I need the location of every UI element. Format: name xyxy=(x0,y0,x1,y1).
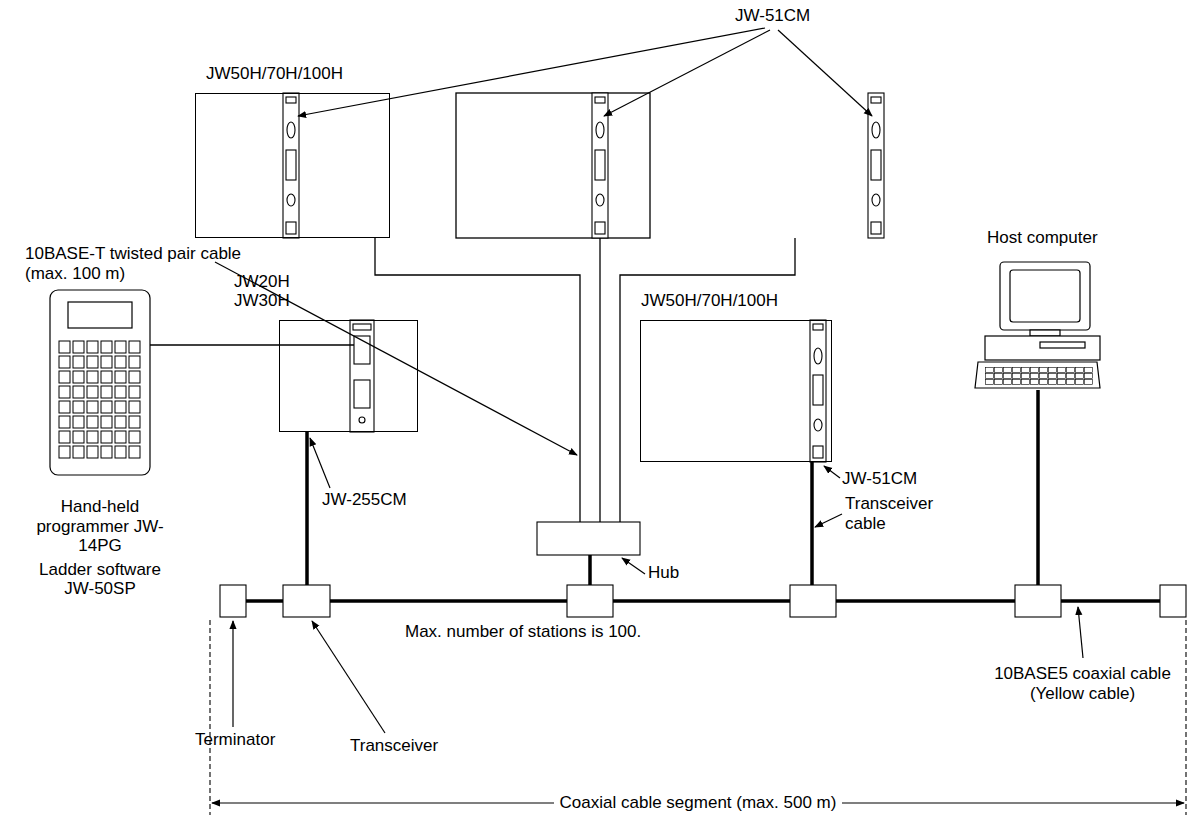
jw51cm-module xyxy=(810,320,826,462)
connector-cable xyxy=(150,344,279,345)
jw255cm-module xyxy=(350,320,374,432)
node-text: JW50H/70H/100H xyxy=(206,64,446,84)
modules xyxy=(283,93,884,462)
module-label: JW-51CM xyxy=(735,6,810,26)
hub-label: Hub xyxy=(648,563,679,583)
dimension xyxy=(210,620,1186,815)
transceiver-cables xyxy=(307,390,1038,585)
node-caption: JW20H JW30H xyxy=(234,272,294,315)
plc-rack: JW50H/70H/100H xyxy=(640,320,832,462)
node-text: JW50H/70H/100H xyxy=(641,291,881,311)
leader-lines xyxy=(215,28,1083,733)
plc-rack: JW20H JW30H xyxy=(279,320,418,432)
terminator xyxy=(1160,585,1186,617)
transceiver xyxy=(567,585,613,617)
node-text: Host computer xyxy=(987,228,1147,248)
host-computer xyxy=(975,262,1100,388)
jw51cm-module xyxy=(283,93,299,238)
transceiver xyxy=(283,585,330,617)
cable-label: Transceiver cable xyxy=(845,494,945,533)
node-text: Hand-held programmer JW-14PG xyxy=(35,497,165,556)
programmer-cable xyxy=(279,344,354,345)
cable-label: 10BASE5 coaxial cable (Yellow cable) xyxy=(985,664,1180,703)
node-caption: JW50H/70H/100H xyxy=(641,291,881,315)
node-text: Ladder software JW-50SP xyxy=(35,560,165,599)
transceiver xyxy=(790,585,836,617)
hand-held-programmer xyxy=(50,290,150,475)
transceiver xyxy=(1015,585,1061,617)
node-caption: Hand-held programmer JW-14PG Ladder softw… xyxy=(35,497,165,603)
node-caption: Host computer xyxy=(987,228,1147,252)
host-computer: Host computer xyxy=(975,262,1100,390)
cable-label: 10BASE-T twisted pair cable (max. 100 m) xyxy=(25,244,265,283)
racks xyxy=(456,93,650,238)
part-label: Transceiver xyxy=(350,736,438,756)
dimension-label: Coaxial cable segment (max. 500 m) xyxy=(554,793,843,813)
terminator xyxy=(220,585,246,617)
note: Max. number of stations is 100. xyxy=(405,622,641,642)
twisted-pair-cables xyxy=(375,238,795,522)
hub xyxy=(537,522,640,555)
node-text: JW20H JW30H xyxy=(234,272,294,311)
part-label: Terminator xyxy=(195,730,275,750)
plc-rack: JW50H/70H/100H xyxy=(195,93,390,238)
plc-rack xyxy=(456,93,650,238)
node-caption: JW50H/70H/100H xyxy=(206,64,446,88)
module-label: JW-51CM xyxy=(842,469,917,489)
module-label: JW-255CM xyxy=(322,490,407,510)
hand-held-programmer: Hand-held programmer JW-14PGLadder softw… xyxy=(50,290,150,475)
